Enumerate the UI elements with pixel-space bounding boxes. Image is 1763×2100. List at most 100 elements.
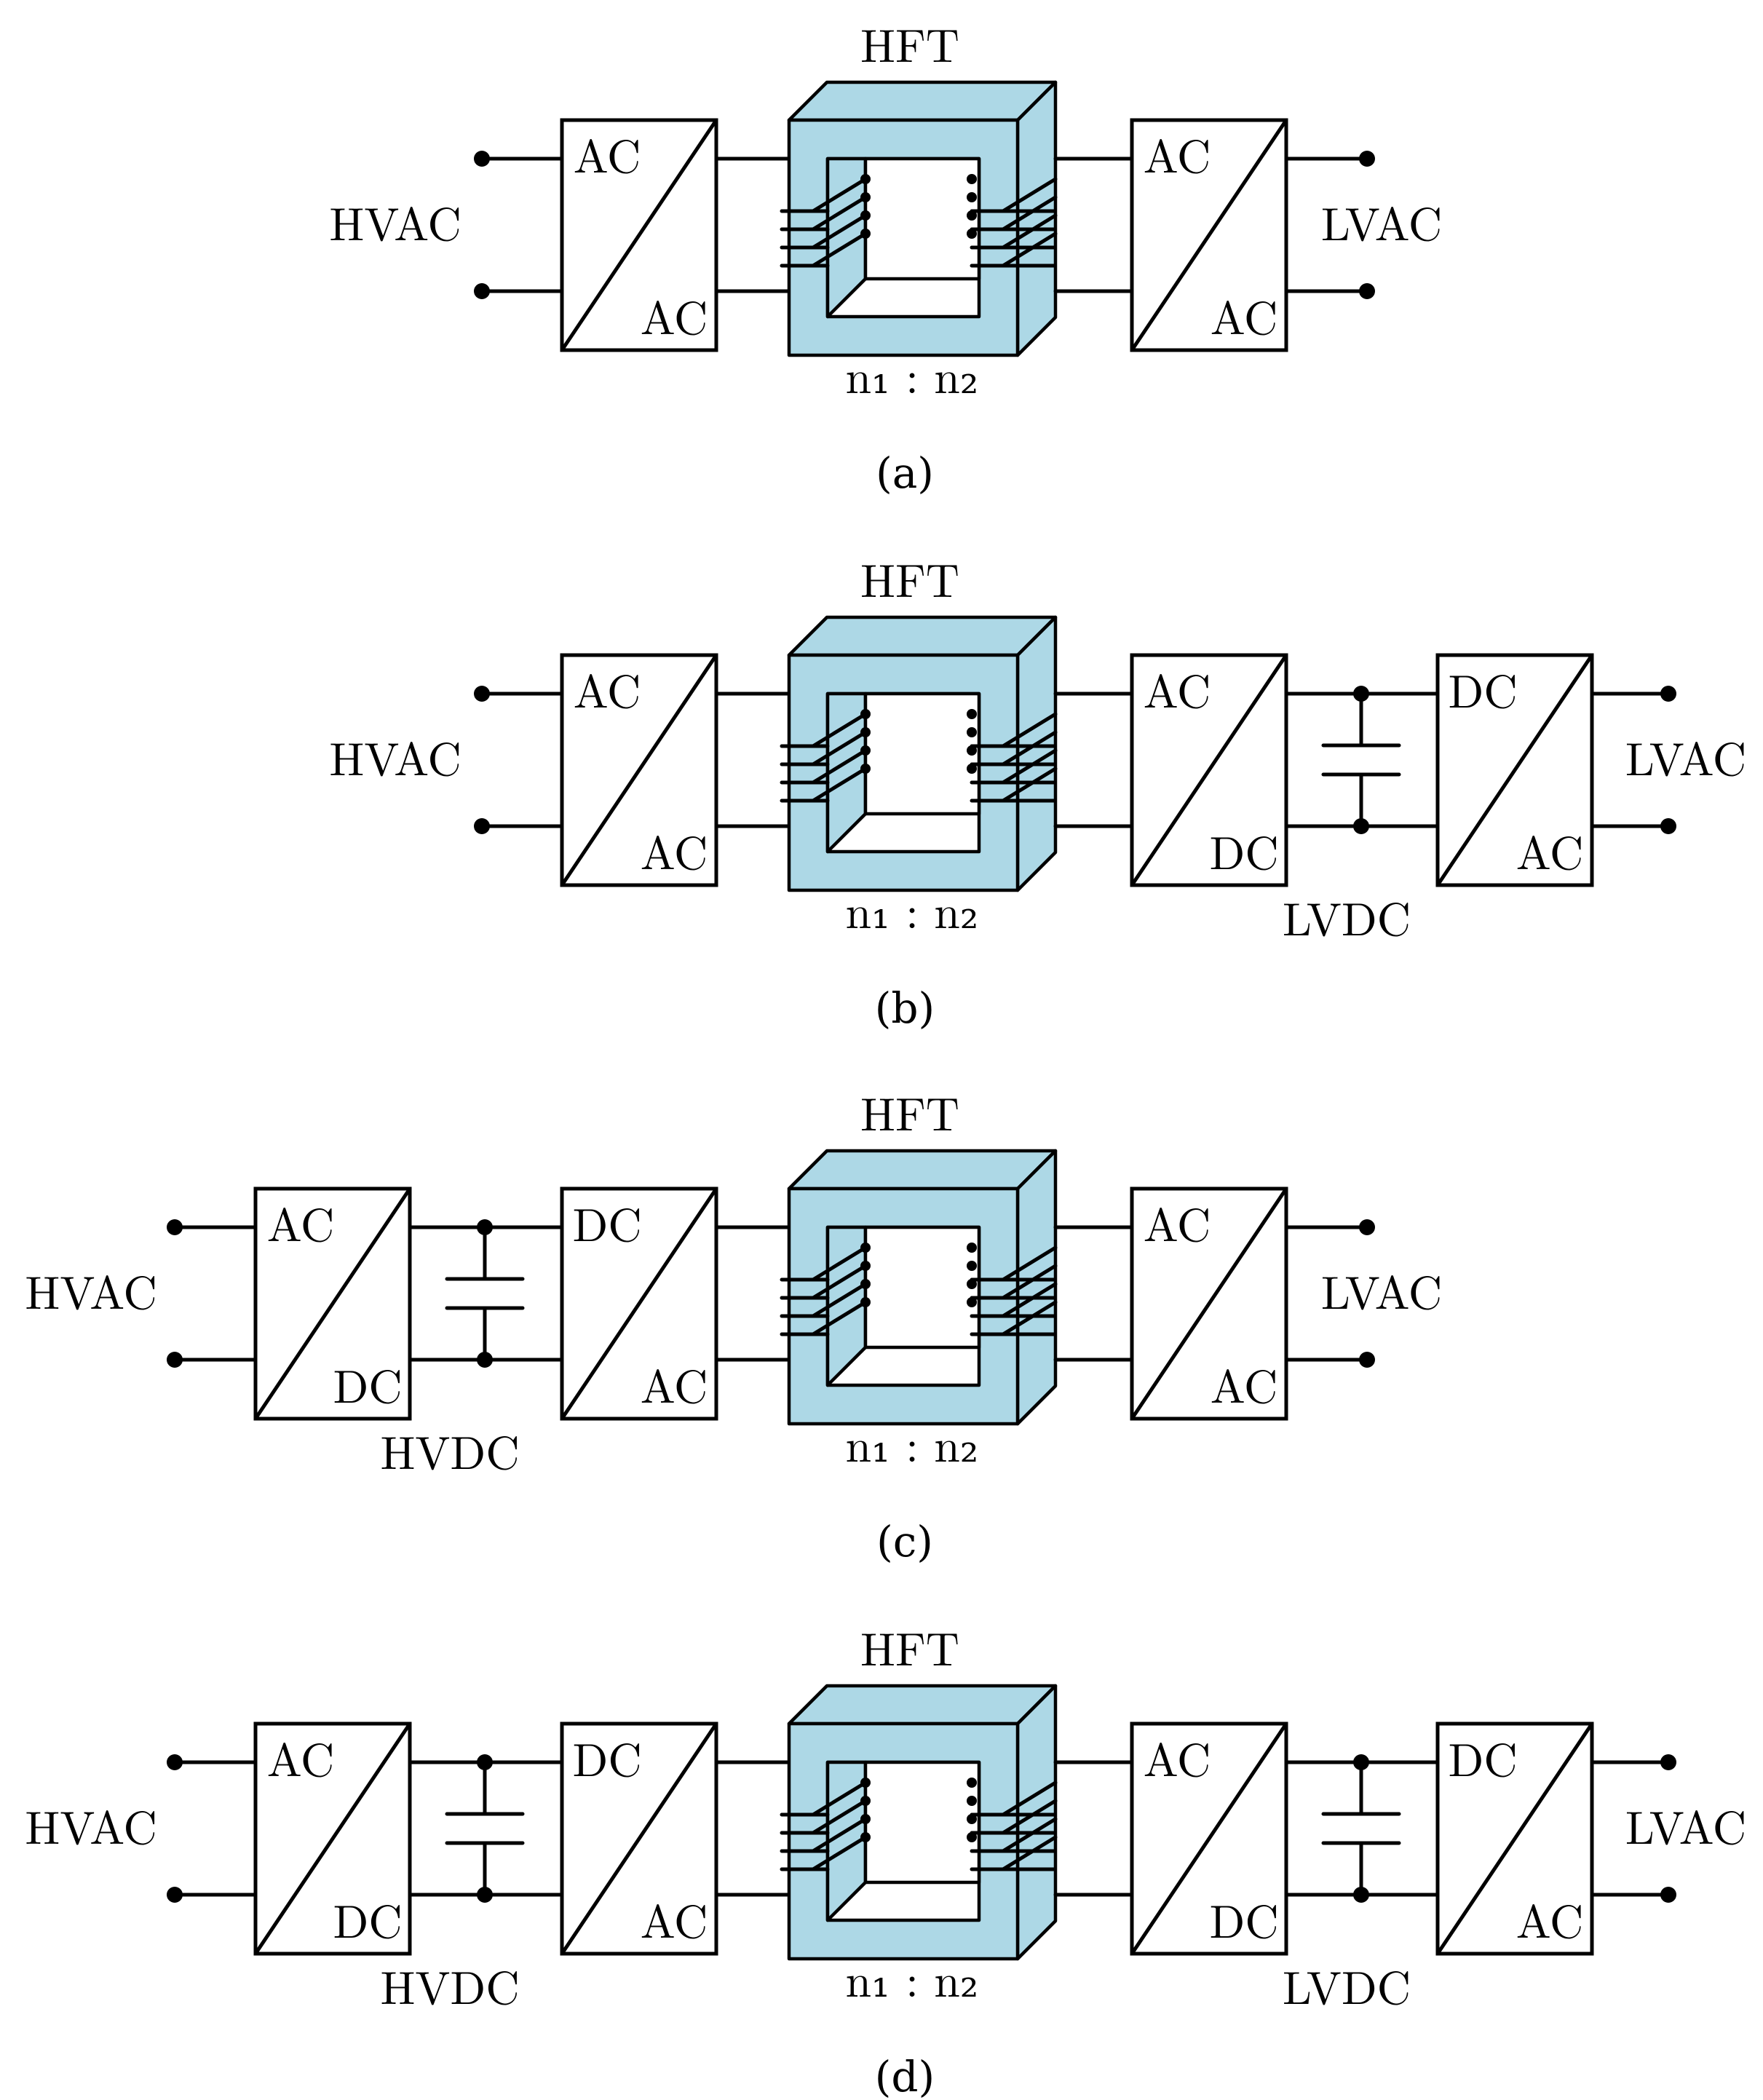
converter-diagonal xyxy=(253,1187,412,1420)
secondary-winding xyxy=(967,1243,1058,1336)
converter-bottom-label: AC xyxy=(641,817,708,883)
hvdc-capacitor xyxy=(445,1754,525,1903)
core-top-face xyxy=(787,1149,1058,1191)
right-converter: AC AC xyxy=(1130,1186,1288,1421)
converter-bottom-label: AC xyxy=(1211,1350,1277,1416)
right-port-label: LVAC xyxy=(1625,1791,1746,1858)
turns-ratio-label: n₁ : n₂ xyxy=(846,876,979,942)
converter-diagonal xyxy=(1130,654,1288,887)
panel-caption: (d) xyxy=(875,2052,935,2100)
winding-dot xyxy=(967,210,977,221)
winding-turn-slant xyxy=(1001,1780,1058,1817)
converter-diagonal xyxy=(1435,654,1594,887)
pre-converter: AC DC xyxy=(253,1186,412,1421)
left-port-label: HVAC xyxy=(329,723,461,789)
winding-dot xyxy=(967,745,977,756)
winding-dot xyxy=(967,1832,977,1842)
winding-turn-slant xyxy=(811,730,868,766)
converter-top-label: AC xyxy=(267,1724,334,1790)
winding-turn-slant xyxy=(1001,195,1058,231)
converter-diagonal xyxy=(1130,119,1288,352)
converter-diagonal xyxy=(560,654,718,887)
winding-turn-slant xyxy=(1001,213,1058,250)
turns-ratio-label: n₁ : n₂ xyxy=(846,1409,979,1475)
converter-bottom-label: DC xyxy=(1209,817,1278,883)
terminal-dot xyxy=(167,1352,183,1368)
winding-dot xyxy=(860,764,871,774)
winding-dot xyxy=(860,210,871,221)
winding-dot xyxy=(860,1297,871,1307)
winding-turn-slant xyxy=(811,195,868,231)
left-port-label: HVAC xyxy=(329,188,461,254)
terminal-dot xyxy=(1660,818,1676,834)
right-port-label: LVAC xyxy=(1321,188,1442,254)
converter-bottom-label: AC xyxy=(1516,817,1583,883)
winding-turn-slant xyxy=(811,1264,868,1300)
hft-label: HFT xyxy=(860,544,959,611)
winding-turn-slant xyxy=(1001,1300,1058,1336)
winding-turn-slant xyxy=(811,1300,868,1336)
terminal-dot xyxy=(474,686,490,702)
winding-turn-slant xyxy=(1001,766,1058,803)
winding-dot xyxy=(860,709,871,719)
winding-turn-slant xyxy=(811,1799,868,1835)
winding-dot xyxy=(860,229,871,239)
converter-bottom-label: DC xyxy=(333,1350,402,1416)
left-port-label: HVAC xyxy=(25,1256,157,1323)
converter-top-label: AC xyxy=(1144,1189,1211,1255)
winding-dot xyxy=(967,1279,977,1289)
winding-dot xyxy=(967,192,977,202)
turns-ratio-label: n₁ : n₂ xyxy=(846,341,979,407)
winding-turn-slant xyxy=(1001,730,1058,766)
winding-dot xyxy=(860,727,871,737)
winding-dot xyxy=(967,1814,977,1824)
right-port-label: LVAC xyxy=(1321,1256,1442,1323)
converter-bottom-label: AC xyxy=(641,1350,708,1416)
winding-turn-slant xyxy=(811,213,868,250)
lvdc-label: LVDC xyxy=(1283,1952,1411,2018)
terminal-dot xyxy=(1359,151,1375,167)
hft-label: HFT xyxy=(860,1613,959,1679)
core-top-face xyxy=(787,1684,1058,1726)
winding-dot xyxy=(860,1814,871,1824)
winding-turn-slant xyxy=(1001,1245,1058,1282)
converter-top-label: AC xyxy=(1144,120,1211,186)
winding-turn-slant xyxy=(811,231,868,268)
converter-top-label: AC xyxy=(1144,655,1211,721)
converter-top-label: AC xyxy=(574,655,641,721)
core-window xyxy=(863,156,981,281)
junction-dot xyxy=(477,1754,493,1770)
winding-turn-slant xyxy=(1001,748,1058,785)
winding-turn-slant xyxy=(1001,1835,1058,1871)
winding-turn-slant xyxy=(811,712,868,748)
winding-turn-slant xyxy=(1001,1799,1058,1835)
hft-transformer: HFT n₁ : n₂ xyxy=(780,544,1058,942)
winding-dot xyxy=(967,764,977,774)
primary-winding xyxy=(780,174,871,268)
converter-bottom-label: DC xyxy=(1209,1885,1278,1952)
winding-turn-slant xyxy=(811,177,868,213)
secondary-winding xyxy=(967,1778,1058,1871)
terminal-dot xyxy=(1660,1754,1676,1770)
converter-diagonal xyxy=(253,1722,412,1955)
converter-diagonal xyxy=(560,1722,718,1955)
winding-dot xyxy=(967,174,977,184)
terminal-dot xyxy=(1359,1352,1375,1368)
winding-dot xyxy=(860,1279,871,1289)
left-converter: AC AC xyxy=(560,653,718,887)
junction-dot xyxy=(477,1887,493,1903)
winding-turn-slant xyxy=(1001,712,1058,748)
junction-dot xyxy=(1353,686,1369,702)
winding-turn-slant xyxy=(1001,1282,1058,1318)
winding-dot xyxy=(967,709,977,719)
converter-bottom-label: AC xyxy=(641,1885,708,1952)
left-port-label: HVAC xyxy=(25,1791,157,1858)
converter-top-label: AC xyxy=(267,1189,334,1255)
